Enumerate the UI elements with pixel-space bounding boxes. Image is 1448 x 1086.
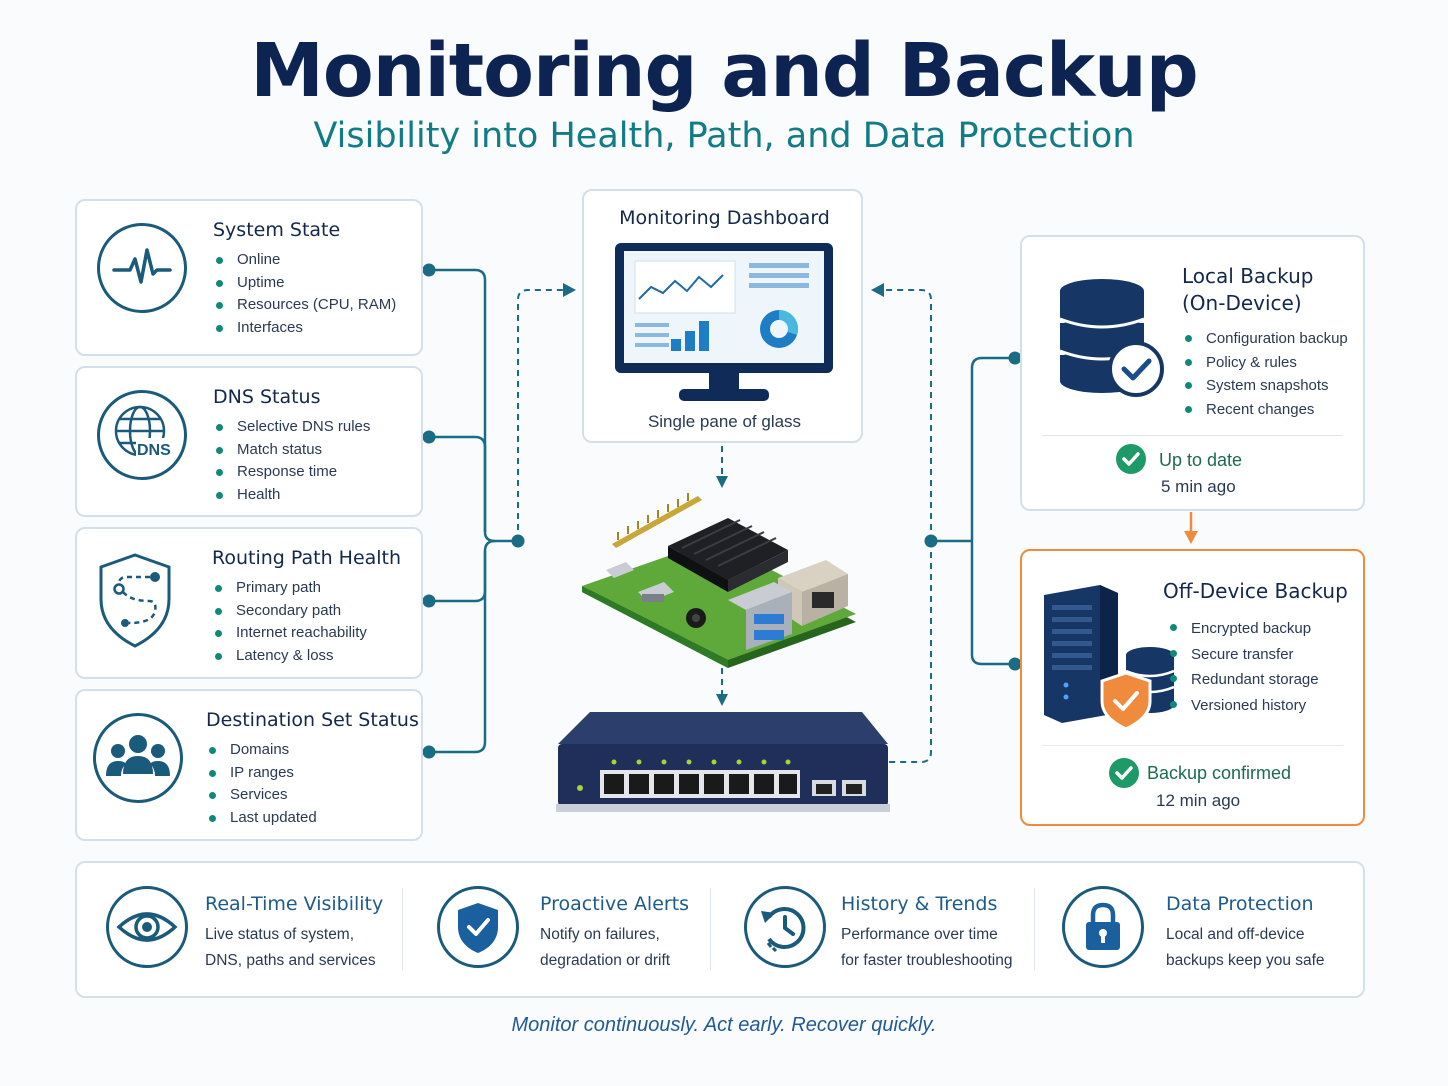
list-item: Domains	[206, 739, 317, 762]
list-item: Latency & loss	[212, 645, 367, 668]
users-icon	[93, 713, 183, 803]
feature-text-line1: Live status of system,	[205, 926, 355, 943]
list-item: Recent changes	[1182, 398, 1348, 422]
eye-icon	[106, 886, 188, 968]
dns-icon-label: DNS	[137, 442, 171, 459]
dashboard-title: Monitoring Dashboard	[619, 207, 830, 229]
destination-set-card: Destination Set Status Domains IP ranges…	[75, 689, 423, 841]
feature-text-line2: for faster troubleshooting	[841, 952, 1013, 969]
list-item: Match status	[213, 439, 370, 462]
pulse-icon	[97, 223, 187, 313]
server-shield-icon	[1044, 585, 1175, 735]
card-title: System State	[213, 219, 341, 241]
feature-text-line2: backups keep you safe	[1166, 952, 1325, 969]
feature-text-line2: DNS, paths and services	[205, 952, 376, 969]
single-board-computer-icon	[578, 488, 860, 673]
feature-text-line2: degradation or drift	[540, 952, 671, 969]
off-device-backup-list: Encrypted backup Secure transfer Redunda…	[1167, 616, 1319, 719]
local-backup-status-time: 5 min ago	[1161, 477, 1236, 496]
list-item: Primary path	[212, 577, 367, 600]
local-backup-card: Local Backup (On-Device) Configuration b…	[1020, 235, 1365, 511]
divider	[1042, 745, 1343, 746]
list-item: Encrypted backup	[1167, 616, 1319, 642]
list-item: Last updated	[206, 807, 317, 830]
list-item: Online	[213, 249, 396, 272]
local-backup-status: Up to date	[1159, 450, 1243, 470]
card-title: Routing Path Health	[212, 547, 402, 569]
list-item: Interfaces	[213, 317, 396, 340]
routing-path-list: Primary path Secondary path Internet rea…	[212, 577, 367, 668]
monitor-dashboard-icon	[613, 241, 835, 406]
list-item: Internet reachability	[212, 622, 367, 645]
list-item: Uptime	[213, 272, 396, 295]
page-title: Monitoring and Backup	[250, 28, 1198, 114]
padlock-icon	[1062, 886, 1144, 968]
list-item: Policy & rules	[1182, 351, 1348, 375]
routing-path-card: Routing Path Health Primary path Seconda…	[75, 527, 423, 679]
list-item: Resources (CPU, RAM)	[213, 294, 396, 317]
local-backup-list: Configuration backup Policy & rules Syst…	[1182, 327, 1348, 422]
off-device-backup-card: Off-Device Backup Encrypted backup Secur…	[1020, 549, 1365, 826]
feature-divider	[710, 888, 711, 970]
list-item: Health	[213, 484, 370, 507]
shield-path-icon	[95, 551, 175, 651]
feature-title: Real-Time Visibility	[205, 893, 384, 915]
local-backup-title-line2: (On-Device)	[1182, 291, 1302, 315]
feature-title: Proactive Alerts	[540, 893, 690, 915]
feature-divider	[402, 888, 403, 970]
list-item: Configuration backup	[1182, 327, 1348, 351]
globe-dns-icon: DNS	[97, 390, 187, 480]
list-item: Services	[206, 784, 317, 807]
feature-title: History & Trends	[841, 893, 998, 915]
feature-divider	[1034, 888, 1035, 970]
local-backup-title-line1: Local Backup	[1182, 264, 1314, 288]
shield-check-icon	[437, 886, 519, 968]
check-circle-icon	[1109, 758, 1139, 788]
clock-history-icon	[744, 886, 826, 968]
system-state-card: System State Online Uptime Resources (CP…	[75, 199, 423, 356]
database-check-icon	[1056, 277, 1166, 402]
list-item: IP ranges	[206, 762, 317, 785]
off-device-backup-title: Off-Device Backup	[1163, 579, 1348, 603]
feature-text-line1: Local and off-device	[1166, 926, 1305, 943]
divider	[1042, 435, 1343, 436]
feature-text-line1: Performance over time	[841, 926, 998, 943]
monitoring-dashboard-card: Monitoring Dashboard Single pane of glas…	[582, 189, 863, 443]
list-item: System snapshots	[1182, 374, 1348, 398]
page-subtitle: Visibility into Health, Path, and Data P…	[313, 116, 1135, 156]
off-device-backup-status: Backup confirmed	[1147, 763, 1292, 783]
features-bar: Real-Time Visibility Live status of syst…	[75, 861, 1365, 998]
list-item: Redundant storage	[1167, 667, 1319, 693]
feature-text-line1: Notify on failures,	[540, 926, 660, 943]
card-title: Destination Set Status	[206, 709, 419, 731]
list-item: Selective DNS rules	[213, 416, 370, 439]
list-item: Secondary path	[212, 600, 367, 623]
dns-status-card: DNS DNS Status Selective DNS rules Match…	[75, 366, 423, 517]
card-title: DNS Status	[213, 386, 321, 408]
list-item: Secure transfer	[1167, 642, 1319, 668]
system-state-list: Online Uptime Resources (CPU, RAM) Inter…	[213, 249, 396, 340]
list-item: Versioned history	[1167, 693, 1319, 719]
network-switch-icon	[550, 708, 898, 816]
tagline: Monitor continuously. Act early. Recover…	[511, 1014, 937, 1036]
dashboard-caption: Single pane of glass	[647, 412, 802, 431]
check-circle-icon	[1116, 444, 1146, 474]
list-item: Response time	[213, 461, 370, 484]
dns-status-list: Selective DNS rules Match status Respons…	[213, 416, 370, 507]
destination-set-list: Domains IP ranges Services Last updated	[206, 739, 317, 830]
off-device-backup-status-time: 12 min ago	[1156, 791, 1241, 810]
feature-title: Data Protection	[1166, 893, 1314, 915]
